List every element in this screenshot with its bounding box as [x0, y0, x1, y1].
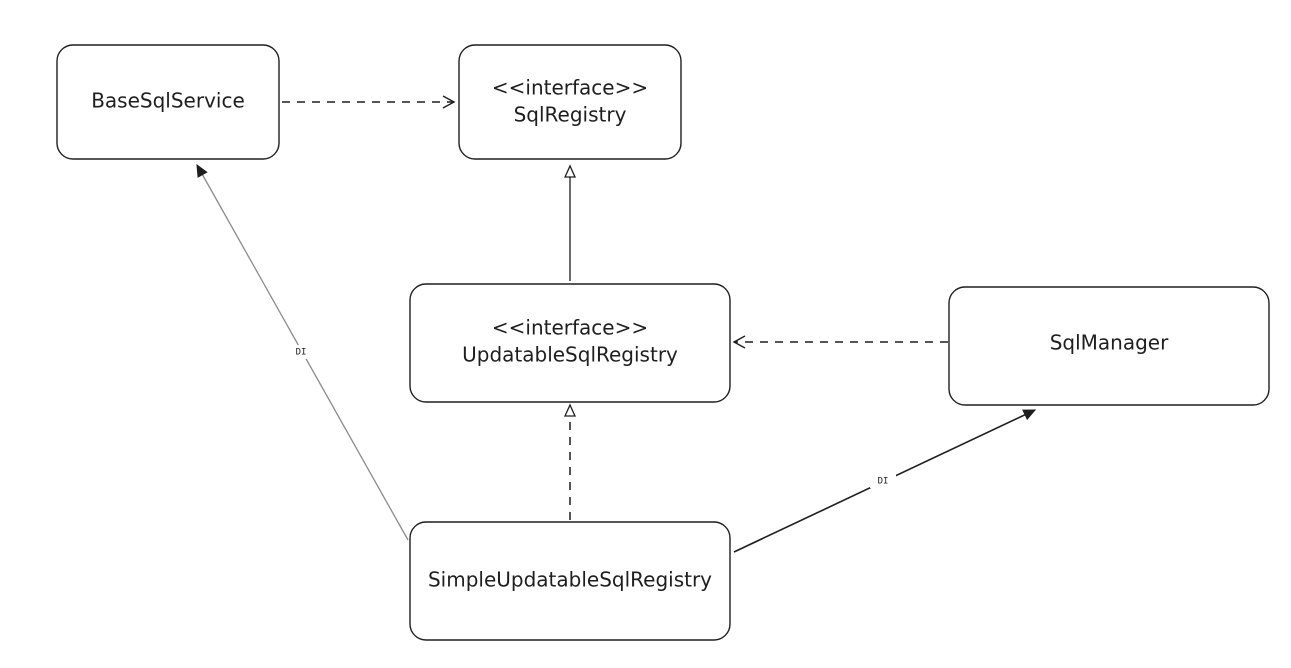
- node-sql-manager-label: SqlManager: [1050, 331, 1169, 355]
- node-sql-registry-stereotype: <<interface>>: [492, 76, 648, 100]
- node-simple-updatable-sql-registry-label: SimpleUpdatableSqlRegistry: [428, 568, 712, 592]
- node-base-sql-service[interactable]: BaseSqlService: [56, 44, 280, 160]
- node-sql-registry-label: SqlRegistry: [514, 103, 627, 127]
- edge-label-di-left: DI: [296, 348, 307, 358]
- edge-label-di-right: DI: [878, 477, 889, 487]
- node-sql-manager[interactable]: SqlManager: [948, 286, 1270, 406]
- node-simple-updatable-sql-registry[interactable]: SimpleUpdatableSqlRegistry: [409, 521, 731, 641]
- edge-labels: DI DI: [288, 345, 896, 488]
- node-updatable-sql-registry-label: UpdatableSqlRegistry: [462, 343, 678, 367]
- node-base-sql-service-label: BaseSqlService: [91, 89, 245, 113]
- node-updatable-sql-registry[interactable]: <<interface>> UpdatableSqlRegistry: [409, 283, 731, 403]
- node-sql-registry[interactable]: <<interface>> SqlRegistry: [458, 44, 682, 160]
- node-updatable-sql-registry-stereotype: <<interface>>: [492, 316, 648, 340]
